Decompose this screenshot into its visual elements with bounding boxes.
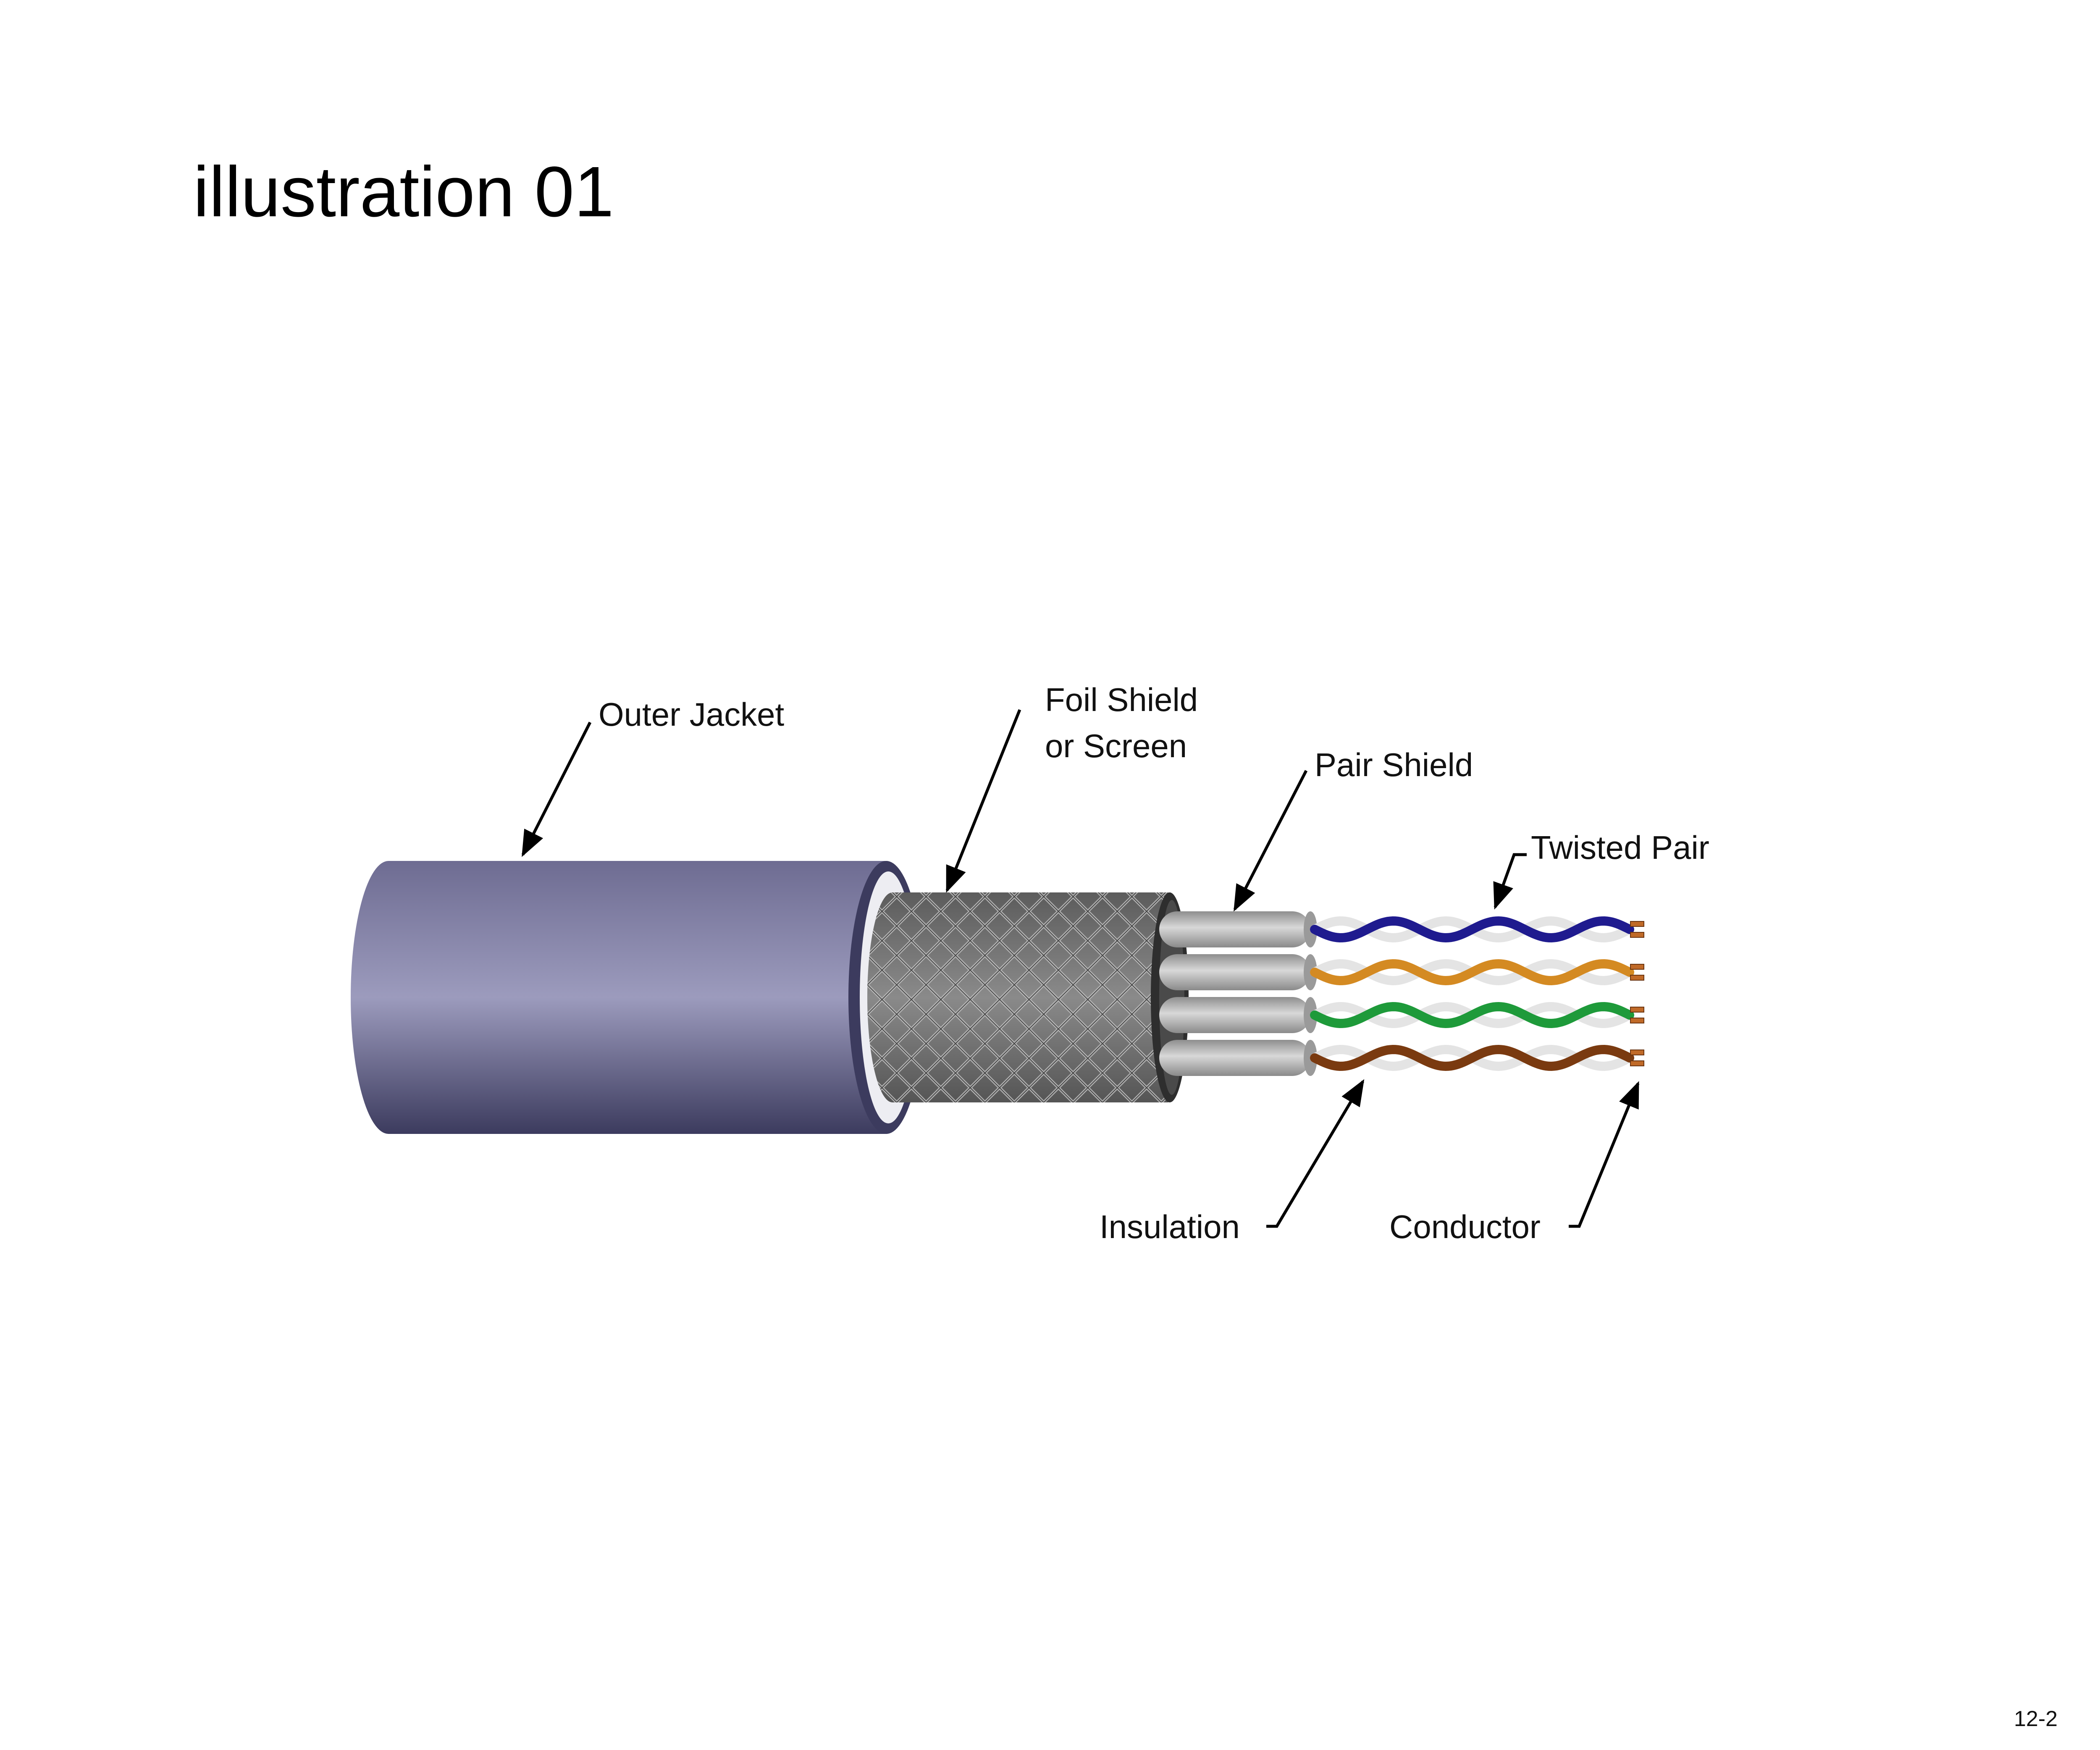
arrow-insulation: [1266, 1079, 1365, 1228]
label-foil-shield-line1: Foil Shield: [1045, 681, 1198, 718]
wire-brown: [1310, 1044, 1634, 1071]
conductor-blue-2: [1630, 932, 1644, 938]
arrow-twisted-pair: [1493, 853, 1527, 910]
wire-blue: [1310, 916, 1634, 943]
arrow-foil-shield: [945, 709, 1021, 893]
conductor-brown-1: [1630, 1049, 1644, 1055]
twisted-pair-green: [1310, 1002, 1644, 1028]
leader-lines: [521, 709, 1640, 1228]
conductor-orange-1: [1630, 964, 1644, 970]
pair-shields: [1159, 911, 1317, 1076]
twisted-pair-orange: [1310, 959, 1644, 986]
wire-green: [1310, 1002, 1634, 1028]
conductor-brown-2: [1630, 1060, 1644, 1066]
twisted-pairs: [1310, 916, 1644, 1071]
label-outer-jacket: Outer Jacket: [598, 696, 785, 733]
outer-jacket: [351, 861, 924, 1134]
label-pair-shield: Pair Shield: [1315, 746, 1473, 783]
label-conductor: Conductor: [1389, 1208, 1541, 1245]
arrow-pair-shield: [1233, 770, 1308, 912]
twisted-pair-brown: [1310, 1044, 1644, 1071]
label-insulation: Insulation: [1100, 1208, 1240, 1245]
wire-orange: [1310, 959, 1634, 986]
arrow-conductor: [1569, 1081, 1640, 1228]
conductor-green-1: [1630, 1007, 1644, 1013]
conductor-orange-2: [1630, 975, 1644, 981]
label-twisted-pair: Twisted Pair: [1531, 829, 1709, 866]
label-foil-shield-line2: or Screen: [1045, 727, 1187, 764]
foil-shield: [867, 892, 1189, 1102]
conductor-green-2: [1630, 1018, 1644, 1023]
pair-shield-1: [1159, 911, 1317, 947]
pair-shield-4: [1159, 1040, 1317, 1076]
arrow-outer-jacket: [521, 722, 592, 857]
pair-shield-2: [1159, 954, 1317, 990]
page-title: illustration 01: [193, 152, 614, 232]
twisted-pair-blue: [1310, 916, 1644, 943]
conductor-blue-1: [1630, 921, 1644, 927]
pair-shield-3: [1159, 997, 1317, 1033]
page-number: 12-2: [2014, 1707, 2058, 1731]
